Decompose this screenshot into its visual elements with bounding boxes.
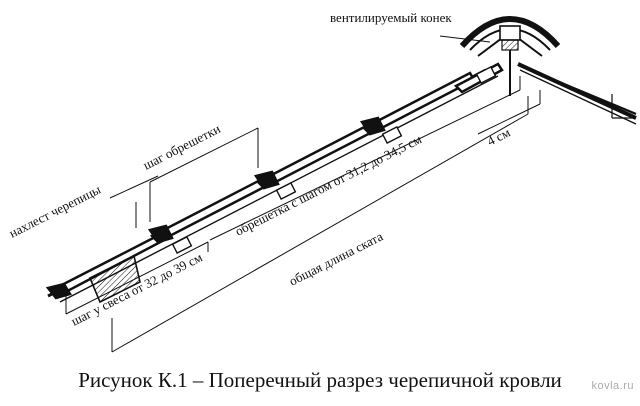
tile-4 (359, 71, 476, 136)
batten-1 (171, 235, 193, 255)
dim-overlap (109, 175, 159, 199)
roof-tiles (45, 62, 504, 300)
label-eaves-step: шаг у свеса от 32 до 39 см (69, 249, 205, 328)
label-rafter-length: общая длина ската (287, 228, 386, 288)
dim-ridge-gap (477, 103, 541, 135)
dim-batten-step (149, 127, 259, 183)
dim-eaves-step (65, 241, 209, 315)
battens (171, 65, 497, 255)
dim-rafter-length (111, 113, 529, 353)
label-ridge-gap: 4 см (485, 125, 513, 149)
watermark: kovla.ru (591, 380, 634, 392)
eaves-block (88, 254, 141, 304)
batten-2 (275, 181, 297, 201)
ridge-assembly (459, 16, 637, 125)
tile-3 (253, 120, 380, 190)
roof-section-diagram: вентилируемый конек нахлест черепицы шаг… (7, 10, 637, 353)
tile-2 (147, 174, 274, 244)
dimension-lines (65, 35, 541, 353)
label-ridge: вентилируемый конек (330, 10, 452, 25)
dim-battens-spacing (209, 89, 521, 241)
label-batten-step: шаг обрешетки (141, 121, 223, 173)
batten-4 (475, 65, 497, 85)
figure-caption: Рисунок К.1 – Поперечный разрез черепичн… (78, 368, 562, 392)
batten-3 (381, 125, 403, 145)
ridge-leader (439, 35, 491, 43)
label-tile-overlap: нахлест черепицы (7, 181, 104, 240)
tile-1 (45, 230, 170, 300)
